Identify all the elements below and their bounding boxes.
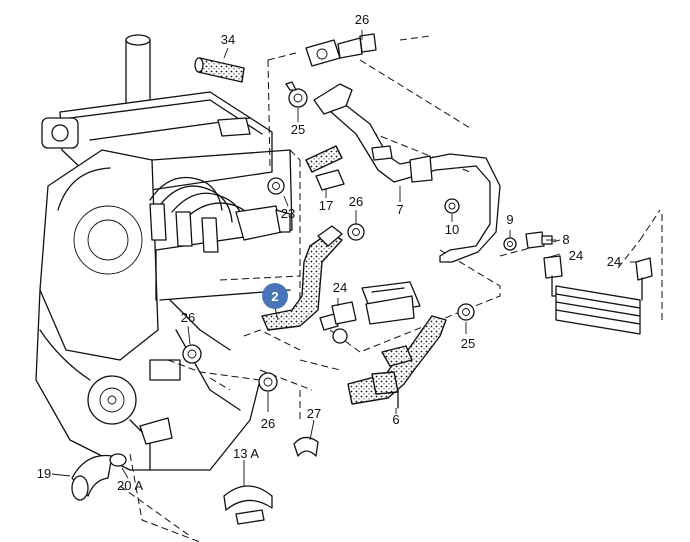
callout-9: 9 <box>506 212 513 227</box>
hose-part-17 <box>305 145 345 191</box>
callout-7: 7 <box>396 202 403 217</box>
clamp-part-26-left <box>182 344 202 364</box>
callout-26-low: 26 <box>261 416 275 431</box>
fitting-part-26-top <box>305 33 377 67</box>
callout-6: 6 <box>392 412 399 427</box>
callout-27: 27 <box>307 406 321 421</box>
callout-19: 19 <box>37 466 51 481</box>
callout-13a: 13 A <box>233 446 259 461</box>
callout-24-mid: 24 <box>333 280 347 295</box>
hose-part-6 <box>347 315 447 409</box>
callout-2-highlight: 2 <box>262 283 288 309</box>
callout-24-far: 24 <box>607 254 621 269</box>
engine-block <box>35 34 293 471</box>
clamp-part-13a <box>223 485 273 525</box>
housing-part-24-mid <box>331 281 421 344</box>
clamp-part-23 <box>267 177 285 195</box>
callout-labels: 26 34 25 23 17 26 7 10 9 8 24 24 2 24 25… <box>37 12 621 493</box>
clamp-part-25-top <box>285 81 308 108</box>
clamp-part-26-low <box>258 372 278 392</box>
callout-25-top: 25 <box>291 122 305 137</box>
callout-17: 17 <box>319 198 333 213</box>
clamp-part-27 <box>293 436 319 457</box>
clamp-part-25-mid <box>457 303 475 321</box>
callout-2-badge <box>262 283 288 309</box>
clamp-part-26-mid <box>347 223 365 241</box>
callout-20a: 20 A <box>117 478 143 493</box>
callout-26-mid: 26 <box>349 194 363 209</box>
hose-part-2 <box>261 225 343 331</box>
hose-part-34 <box>194 57 245 83</box>
callout-26-left: 26 <box>181 310 195 325</box>
callout-23: 23 <box>281 206 295 221</box>
callout-10: 10 <box>445 222 459 237</box>
callout-24-right: 24 <box>569 248 583 263</box>
callout-34: 34 <box>221 32 235 47</box>
coolant-pipe-7 <box>313 83 501 263</box>
pipe-part-19 <box>71 453 127 501</box>
leader-lines <box>51 30 636 486</box>
callout-2: 2 <box>271 289 278 304</box>
oil-cooler-right <box>543 255 653 335</box>
callout-25-mid: 25 <box>461 336 475 351</box>
callout-8: 8 <box>562 232 569 247</box>
callout-26-top: 26 <box>355 12 369 27</box>
